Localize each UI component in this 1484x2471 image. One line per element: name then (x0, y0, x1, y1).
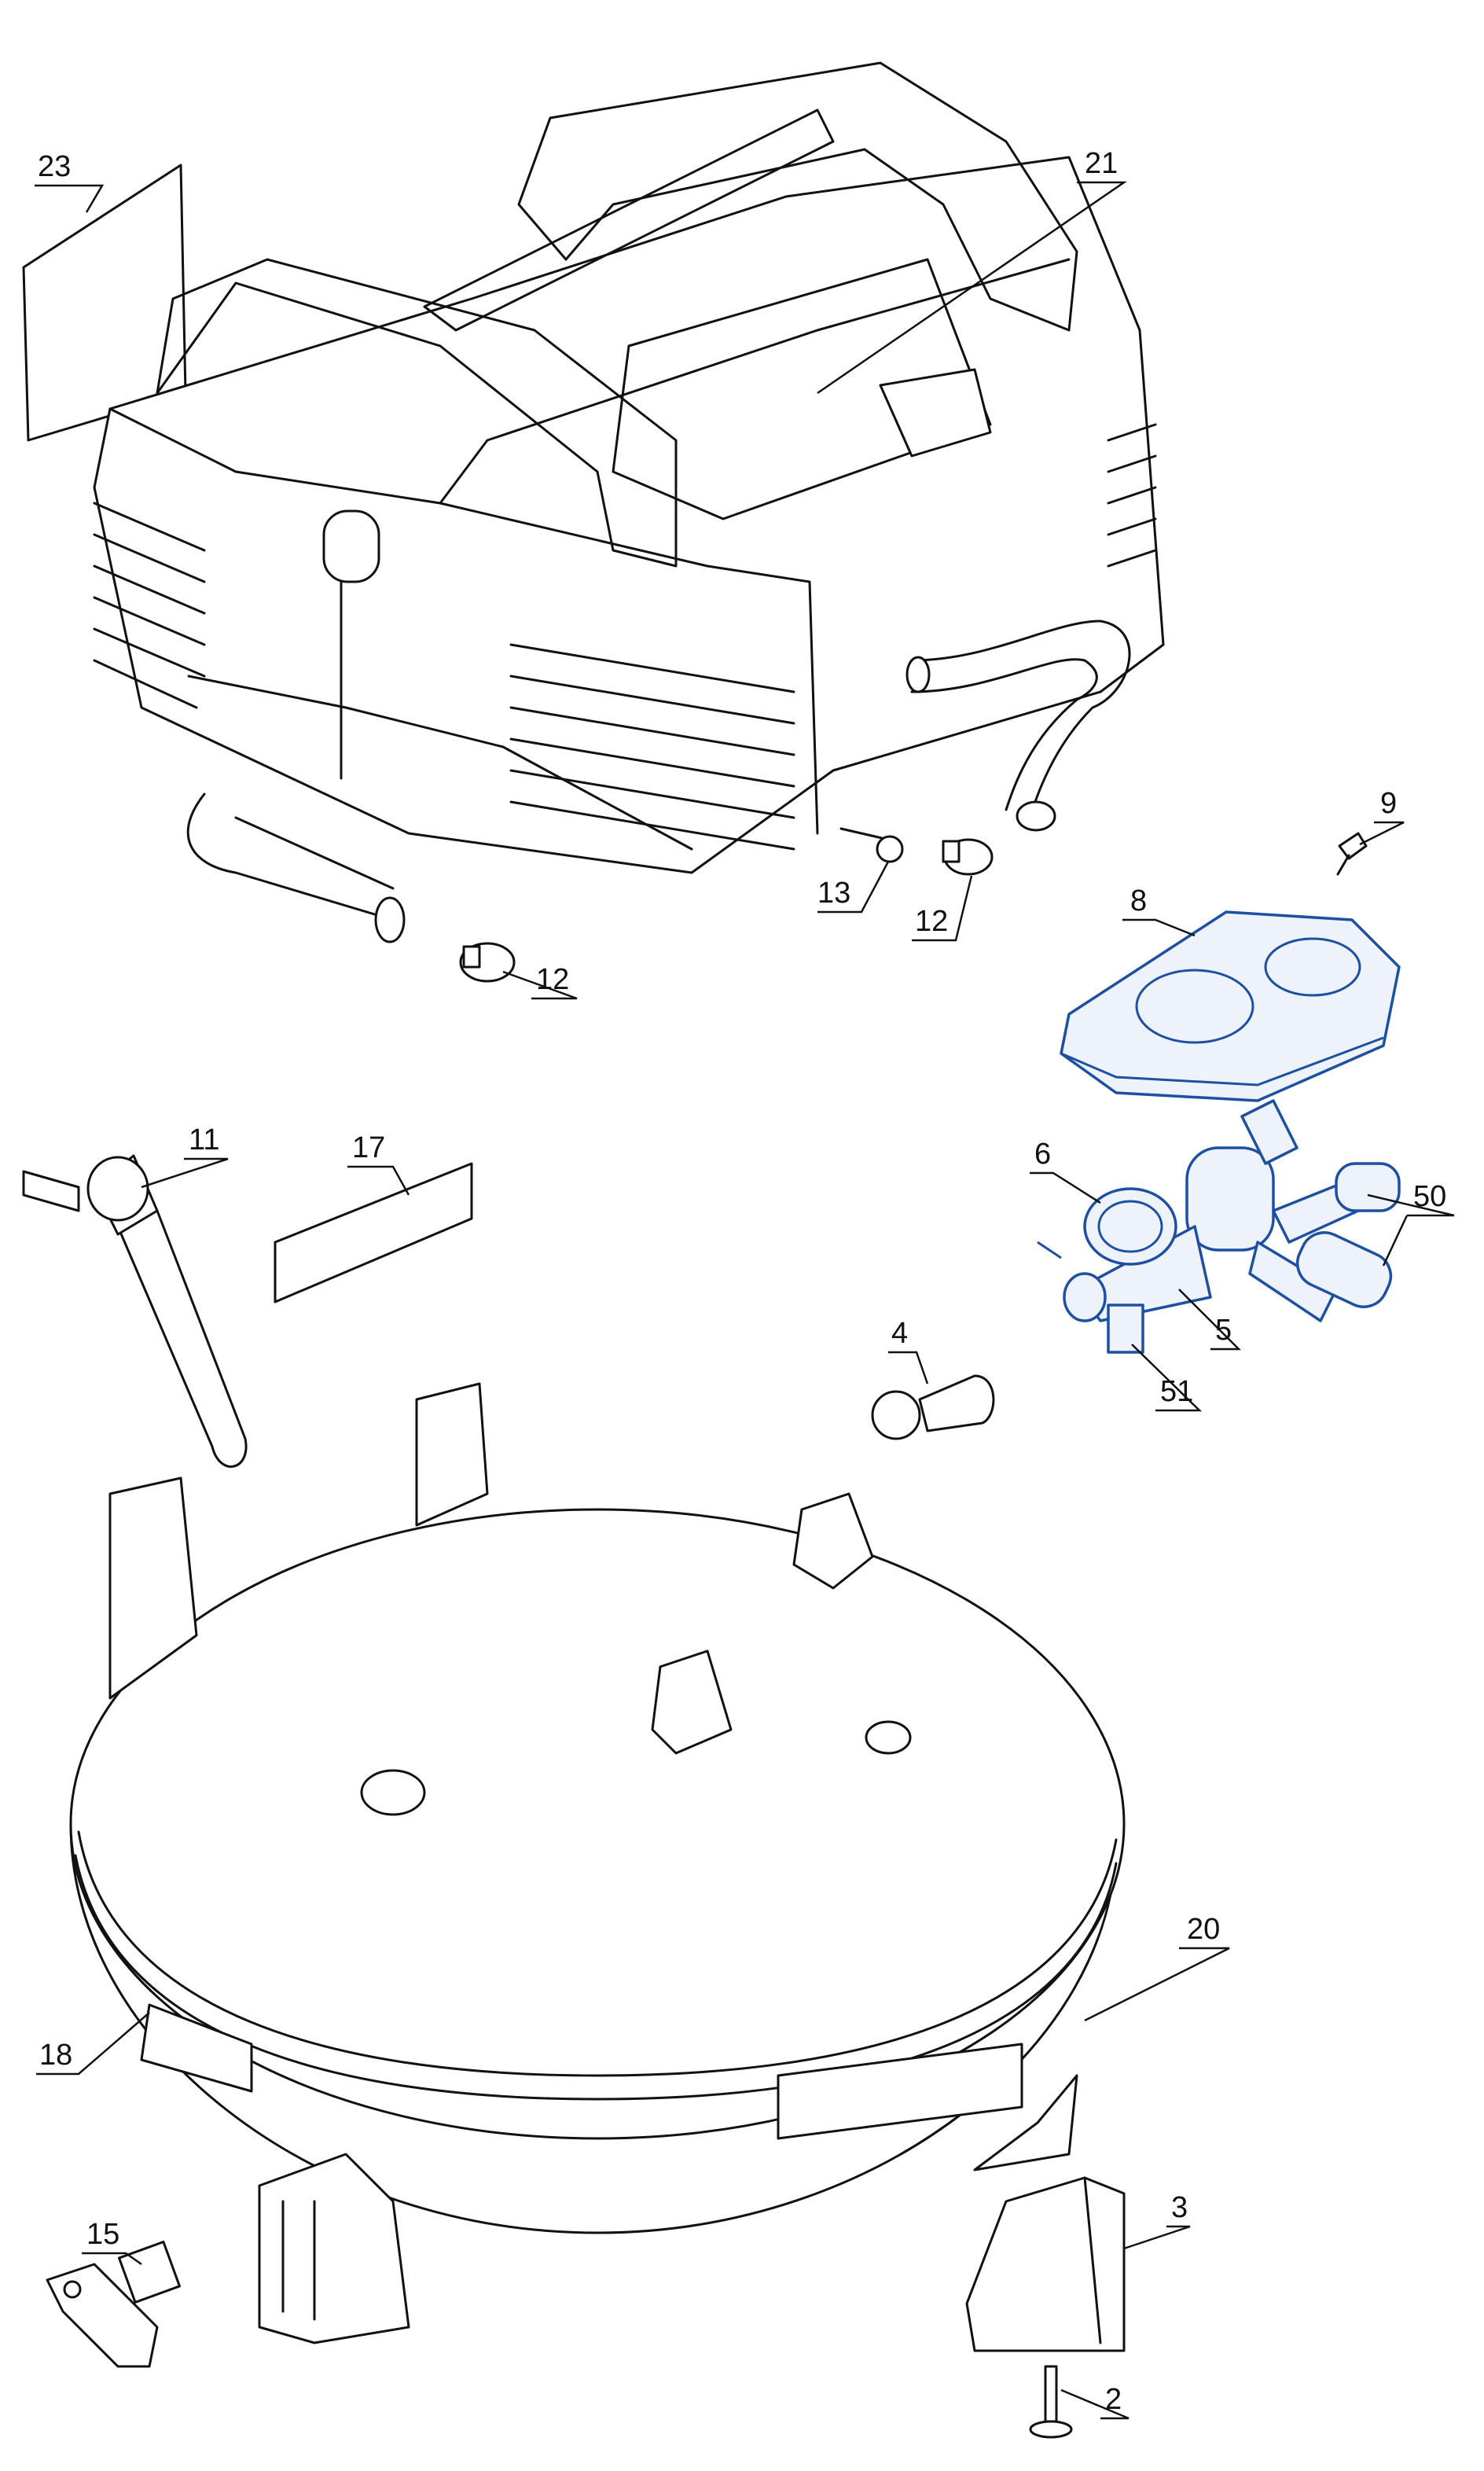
part-21-compressor-shroud (93, 61, 1165, 943)
part-5-manifold-assembly (1037, 1099, 1401, 1354)
power-switch (879, 368, 992, 458)
callout-8: 8 (1130, 884, 1147, 917)
callout-23: 23 (38, 150, 71, 183)
part-9-screw (1336, 832, 1368, 876)
callout-12a: 12 (915, 905, 948, 938)
callout-21: 21 (1085, 147, 1118, 180)
callouts: 23 21 9 8 13 12 12 11 17 6 50 5 4 51 20 … (35, 147, 1455, 2420)
part-6-gauge (1083, 1187, 1177, 1266)
part-15-drain-valve (46, 2241, 181, 2368)
part-3-rubber-foot (965, 2176, 1126, 2352)
callout-20: 20 (1187, 1913, 1220, 1946)
callout-4: 4 (891, 1317, 908, 1350)
callout-15: 15 (86, 2218, 119, 2251)
vent-slots-right (509, 643, 795, 851)
callout-51: 51 (1160, 1375, 1193, 1408)
part-50-coupler-b (1295, 1231, 1393, 1308)
tank-foot-front (258, 2153, 410, 2344)
vent-slots-left (93, 502, 206, 709)
callout-13: 13 (817, 877, 850, 910)
part-18-label (140, 2003, 253, 2093)
part-17-label (274, 1162, 473, 1304)
part-20-tank (69, 1382, 1126, 2344)
callout-17: 17 (352, 1131, 385, 1164)
part-2-bolt (1029, 2365, 1073, 2439)
callout-3: 3 (1171, 2191, 1188, 2224)
vent-slots-side (1107, 423, 1157, 568)
part-51-nipple (1107, 1304, 1144, 1354)
part-13-screw (839, 827, 904, 863)
part-12-clamp-a (942, 838, 994, 876)
knob-icon (322, 509, 380, 583)
callout-5: 5 (1215, 1314, 1232, 1347)
callout-18: 18 (39, 2039, 72, 2072)
callout-50: 50 (1413, 1180, 1446, 1213)
part-8-gauge-cover (1060, 910, 1401, 1102)
callout-12b: 12 (536, 963, 569, 996)
part-12-clamp-b (459, 942, 516, 983)
callout-11: 11 (189, 1123, 219, 1156)
callout-6: 6 (1034, 1138, 1051, 1171)
callout-9: 9 (1380, 787, 1397, 820)
part-11-check-valve-tube (22, 1154, 248, 1468)
tank-brackets (108, 1382, 1078, 2171)
callout-2: 2 (1105, 2383, 1122, 2416)
part-4-safety-valve (871, 1374, 995, 1440)
part-50-coupler-a (1335, 1162, 1401, 1212)
